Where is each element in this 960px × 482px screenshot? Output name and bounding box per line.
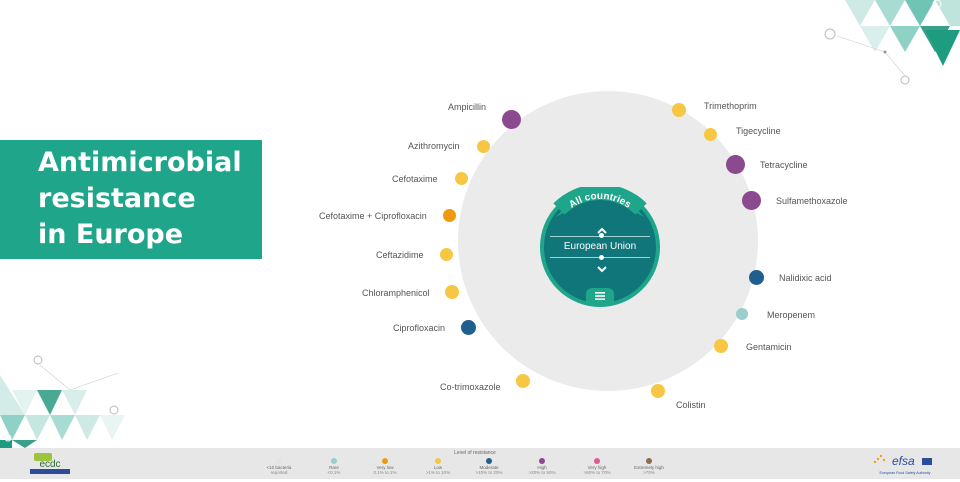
legend-swatch bbox=[435, 458, 441, 464]
arc-label-band: All countries bbox=[553, 187, 647, 217]
legend-swatch bbox=[486, 458, 492, 464]
legend-item: Moderate>10% to 20% bbox=[466, 458, 512, 475]
antimicrobial-dot-cefotaxime[interactable] bbox=[454, 171, 468, 185]
antimicrobial-label-tetracycline[interactable]: Tetracycline bbox=[760, 160, 808, 170]
antimicrobial-dot-azithromycin[interactable] bbox=[476, 139, 490, 153]
legend-range: >70% bbox=[643, 470, 655, 475]
legend-swatch bbox=[331, 458, 337, 464]
antimicrobial-dot-cefotaxime-ciprofloxacin[interactable] bbox=[442, 208, 456, 222]
menu-tab[interactable] bbox=[586, 288, 614, 304]
legend-item: Very high>50% to 70% bbox=[574, 458, 620, 475]
country-selector[interactable]: All countries European Union bbox=[540, 187, 660, 307]
chevron-up-icon[interactable] bbox=[596, 223, 608, 234]
legend-label: Rare bbox=[329, 465, 339, 470]
antimicrobial-label-meropenem[interactable]: Meropenem bbox=[767, 310, 816, 320]
efsa-subtitle: European Food Safety Authority bbox=[880, 471, 931, 475]
antimicrobial-dot-gentamicin[interactable] bbox=[714, 339, 728, 353]
legend-range: 0.1% to 1% bbox=[373, 470, 397, 475]
legend-item: Low>1% to 10% bbox=[415, 458, 461, 475]
legend-range: >50% to 70% bbox=[583, 470, 611, 475]
legend-swatch bbox=[276, 458, 282, 464]
ecdc-wordmark: ecdc bbox=[39, 459, 60, 470]
legend-range: >20% to 50% bbox=[528, 470, 556, 475]
top-right-decoration bbox=[824, 0, 960, 85]
legend-label: High bbox=[537, 465, 547, 470]
selector-value[interactable]: European Union bbox=[563, 241, 637, 252]
title-line-3: in Europe bbox=[38, 219, 184, 250]
legend-label: <10 bacteria bbox=[266, 465, 292, 470]
antimicrobial-dot-co-trimoxazole[interactable] bbox=[516, 374, 530, 388]
legend-label: Very low bbox=[376, 465, 394, 470]
legend-range: reported bbox=[270, 470, 288, 475]
legend-swatch bbox=[382, 458, 388, 464]
title-line-2: resistance bbox=[38, 183, 196, 214]
legend-range: >1% to 10% bbox=[425, 470, 451, 475]
legend-item: Rare<0.1% bbox=[311, 458, 357, 475]
antimicrobial-label-cefotaxime-ciprofloxacin[interactable]: Cefotaxime + Ciprofloxacin bbox=[319, 211, 427, 221]
antimicrobial-label-nalidixic-acid[interactable]: Nalidixic acid bbox=[779, 273, 832, 283]
legend-label: Extremely high bbox=[634, 465, 664, 470]
antimicrobial-dot-ceftazidime[interactable] bbox=[439, 247, 453, 261]
selector-dot-bottom bbox=[599, 255, 604, 260]
legend-item: High>20% to 50% bbox=[519, 458, 565, 475]
antimicrobial-label-cefotaxime[interactable]: Cefotaxime bbox=[392, 174, 438, 184]
legend-label: Moderate bbox=[479, 465, 499, 470]
menu-icon[interactable] bbox=[595, 292, 605, 300]
efsa-wordmark: efsa bbox=[892, 454, 915, 468]
antimicrobial-label-colistin[interactable]: Colistin bbox=[676, 400, 706, 410]
antimicrobial-dot-colistin[interactable] bbox=[651, 384, 665, 398]
antimicrobial-label-gentamicin[interactable]: Gentamicin bbox=[746, 342, 792, 352]
antimicrobial-dot-tigecycline[interactable] bbox=[703, 127, 717, 141]
legend-swatch bbox=[646, 458, 652, 464]
chevron-down-icon[interactable] bbox=[596, 261, 608, 273]
legend-range: <0.1% bbox=[327, 470, 341, 475]
antimicrobial-label-co-trimoxazole[interactable]: Co-trimoxazole bbox=[440, 382, 501, 392]
legend-item: Extremely high>70% bbox=[626, 458, 672, 475]
legend-label: Low bbox=[433, 465, 443, 470]
legend-label: Very high bbox=[587, 465, 607, 470]
antimicrobial-dot-trimethoprim[interactable] bbox=[672, 103, 686, 117]
bottom-left-decoration bbox=[0, 355, 125, 448]
antimicrobial-dot-nalidixic-acid[interactable] bbox=[748, 269, 764, 285]
antimicrobial-dot-ciprofloxacin[interactable] bbox=[460, 319, 476, 335]
ecdc-logo: ecdc bbox=[30, 453, 70, 475]
antimicrobial-dot-tetracycline[interactable] bbox=[725, 154, 745, 174]
antimicrobial-label-ampicillin[interactable]: Ampicillin bbox=[448, 102, 487, 112]
antimicrobial-label-ciprofloxacin[interactable]: Ciprofloxacin bbox=[393, 323, 446, 333]
selector-dot-top bbox=[599, 233, 604, 238]
antimicrobial-label-tigecycline[interactable]: Tigecycline bbox=[736, 126, 781, 136]
antimicrobial-label-ceftazidime[interactable]: Ceftazidime bbox=[376, 250, 424, 260]
legend-range: >10% to 20% bbox=[475, 470, 503, 475]
antimicrobial-label-sulfamethoxazole[interactable]: Sulfamethoxazole bbox=[776, 196, 848, 206]
legend-swatch bbox=[594, 458, 600, 464]
legend-swatch bbox=[539, 458, 545, 464]
title-banner: Antimicrobial resistance in Europe bbox=[0, 140, 262, 259]
antimicrobial-label-trimethoprim[interactable]: Trimethoprim bbox=[704, 101, 757, 111]
antimicrobial-dot-chloramphenicol[interactable] bbox=[445, 285, 459, 299]
antimicrobial-dot-sulfamethoxazole[interactable] bbox=[741, 190, 761, 210]
legend-title: Level of resistance bbox=[454, 450, 496, 456]
efsa-logo: efsa European Food Safety Authority bbox=[870, 451, 940, 477]
title-line-1: Antimicrobial bbox=[38, 147, 242, 178]
antimicrobial-label-chloramphenicol[interactable]: Chloramphenicol bbox=[362, 288, 430, 298]
antimicrobial-label-azithromycin[interactable]: Azithromycin bbox=[408, 141, 460, 151]
antimicrobial-dot-meropenem[interactable] bbox=[736, 308, 748, 320]
antimicrobial-dot-ampicillin[interactable] bbox=[501, 109, 521, 129]
